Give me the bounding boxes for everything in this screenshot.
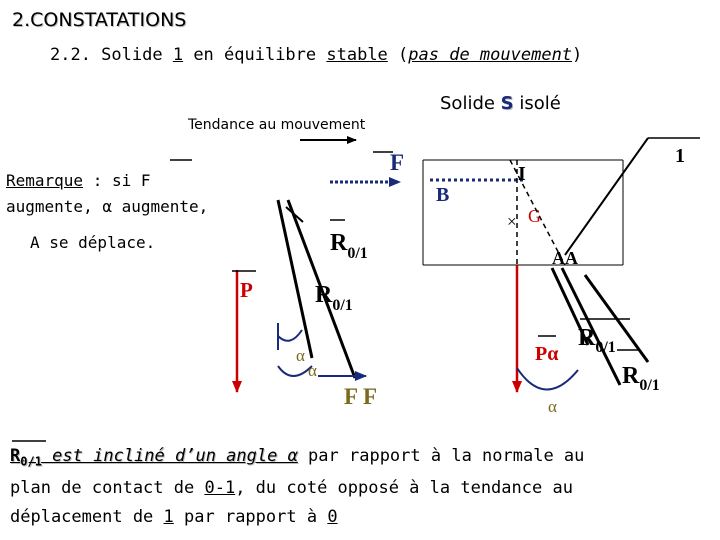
conclusion-R: R0/1 <box>10 446 42 469</box>
right-reaction-2 <box>560 267 622 386</box>
I-label: I <box>518 163 526 185</box>
conclusion-line-2-pre: plan de contact de <box>10 478 205 498</box>
isolated-solid-pre: Solide <box>440 93 501 114</box>
subsection-title: 2.2. Solide 1 en équilibre stable (pas d… <box>50 45 582 65</box>
FF-label: F F <box>344 384 377 409</box>
inclined-dashed-line <box>509 159 566 266</box>
subsection-prefix: 2.2. Solide <box>50 45 173 65</box>
remark-line-2: augmente, α augmente, <box>6 197 209 216</box>
R01-upper-label: R0/1 <box>330 230 368 262</box>
reaction-line-3 <box>285 206 304 223</box>
left-angle-arc-1 <box>277 329 303 342</box>
alpha-3-label: α <box>548 397 557 416</box>
remark-line-3: A se déplace. <box>30 233 156 252</box>
conclusion-incline-phrase: est incliné d’un angle α <box>41 446 298 466</box>
conclusion-solid-1: 1 <box>163 507 174 527</box>
conclusion-line-3-mid: par rapport à <box>173 507 328 527</box>
alpha-2-label: α <box>308 361 317 380</box>
conclusion-line-3-pre: déplacement de <box>10 507 164 527</box>
conclusion-contact-01: 0-1 <box>204 478 236 498</box>
subsection-paren-close: ) <box>572 45 583 65</box>
remark-title: Remarque <box>6 171 84 190</box>
support-1-line <box>564 137 649 256</box>
conclusion-R-sub: 0/1 <box>20 454 42 469</box>
R01-lower-label: R0/1 <box>315 282 353 314</box>
solid-1-label: 1 <box>675 145 685 167</box>
subsection-no-movement: pas de mouvement <box>408 45 573 65</box>
reaction-line-2 <box>286 199 357 379</box>
isolated-solid-label: Solide S isolé <box>440 93 561 114</box>
subsection-stable: stable <box>326 45 388 65</box>
R01-right-upper-label: R0/1 <box>578 325 616 356</box>
F-label: F <box>390 150 404 175</box>
conclusion-line-1: R0/1 est incliné d’un angle α par rappor… <box>10 446 584 468</box>
right-angle-arc <box>516 367 579 391</box>
G-cross: × <box>507 212 517 231</box>
P-alpha-label: Pα <box>535 343 558 365</box>
subsection-solid-number: 1 <box>172 45 184 65</box>
reaction-line-1 <box>276 199 314 359</box>
section-title: 2.CONSTATATIONS <box>12 9 187 31</box>
R01-right-lower-label: R0/1 <box>622 363 660 394</box>
left-angle-arc-2 <box>277 365 313 377</box>
right-reaction-1 <box>550 267 590 346</box>
conclusion-solid-0: 0 <box>327 507 338 527</box>
remark-line-1: Remarque : si F <box>6 171 151 190</box>
AA-label: AA <box>552 248 578 268</box>
subsection-paren-open: ( <box>387 45 409 65</box>
G-label: G <box>528 206 541 226</box>
conclusion-line-1-rest: par rapport à la normale au <box>297 446 585 466</box>
conclusion-R-overbar <box>12 440 46 442</box>
alpha-1-label: α <box>296 346 305 365</box>
conclusion-line-3: déplacement de 1 par rapport à 0 <box>10 507 338 527</box>
conclusion-line-2-post: , du coté opposé à la tendance au <box>235 478 573 498</box>
diagram-canvas: F R0/1 P R0/1 α α F F 1 B I × G AA Pα <box>170 136 700 416</box>
isolated-solid-S: S <box>500 93 514 114</box>
remark-line-1-rest: : si F <box>83 171 151 190</box>
isolated-solid-post: isolé <box>513 93 561 114</box>
subsection-middle: en équilibre <box>183 45 327 65</box>
tendency-label: Tendance au mouvement <box>188 117 366 133</box>
B-label: B <box>436 184 449 206</box>
conclusion-line-2: plan de contact de 0-1, du coté opposé à… <box>10 478 573 498</box>
P-left-label: P <box>240 278 253 302</box>
